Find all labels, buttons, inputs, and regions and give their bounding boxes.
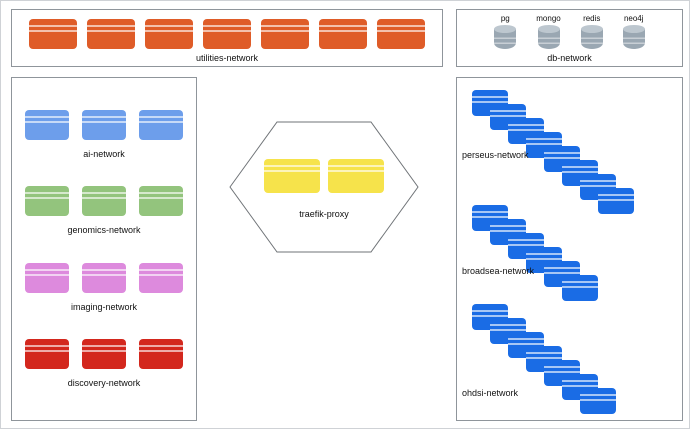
genomics-network-container-row	[25, 186, 183, 217]
cylinder-body	[622, 29, 645, 49]
hexagon-shape	[229, 121, 419, 253]
container-icon	[203, 19, 251, 49]
database-item-neo4j: neo4j	[622, 14, 645, 49]
database-item-redis: redis	[580, 14, 603, 49]
database-name: redis	[583, 14, 601, 23]
genomics-network-label: genomics-network	[67, 225, 141, 236]
cylinder-top	[580, 25, 603, 33]
traefik-proxy-node: traefik-proxy	[229, 121, 419, 253]
container-icon	[82, 339, 126, 370]
imaging-network-group: imaging-network	[25, 262, 183, 312]
database-cylinder-icon	[494, 25, 517, 49]
imaging-network-container-row	[25, 262, 183, 293]
container-icon	[261, 19, 309, 49]
utilities-network-box: utilities-network	[11, 9, 443, 67]
database-cylinder-icon	[622, 25, 645, 49]
perseus-network-label: perseus-network	[462, 150, 529, 160]
cylinder-top	[494, 25, 517, 33]
cylinder-top	[537, 25, 560, 33]
container-icon	[25, 262, 69, 293]
discovery-network-group: discovery-network	[25, 339, 183, 388]
container-icon	[25, 186, 69, 217]
container-icon	[377, 19, 425, 49]
container-icon	[82, 109, 126, 140]
container-icon	[264, 159, 320, 193]
ohdsi-container-cascade	[472, 304, 616, 414]
container-icon	[139, 109, 183, 140]
left-networks-box: ai-network genomics-network imaging-netw…	[11, 77, 197, 421]
container-icon	[25, 339, 69, 370]
cylinder-body	[580, 29, 603, 49]
broadsea-container-cascade	[472, 205, 598, 301]
discovery-network-container-row	[25, 339, 183, 370]
database-cylinder-icon	[580, 25, 603, 49]
database-name: mongo	[536, 14, 561, 23]
container-icon	[145, 19, 193, 49]
cylinder-top	[622, 25, 645, 33]
db-network-box: pg mongo redis neo4j db-network	[456, 9, 683, 67]
container-icon	[328, 159, 384, 193]
ai-network-group: ai-network	[25, 109, 183, 159]
ai-network-container-row	[25, 109, 183, 140]
container-icon	[139, 339, 183, 370]
container-icon	[87, 19, 135, 49]
container-icon	[598, 188, 634, 214]
imaging-network-label: imaging-network	[70, 301, 138, 312]
broadsea-network-label: broadsea-network	[462, 266, 535, 276]
container-icon	[82, 186, 126, 217]
ohdsi-network-label: ohdsi-network	[462, 388, 519, 398]
utilities-network-label: utilities-network	[195, 53, 259, 63]
perseus-container-cascade	[472, 90, 634, 214]
container-icon	[139, 262, 183, 293]
database-name: pg	[500, 14, 510, 23]
database-row: pg mongo redis neo4j	[457, 14, 682, 49]
database-name: neo4j	[623, 14, 644, 23]
container-icon	[139, 186, 183, 217]
right-networks-box: perseus-network broadsea-network ohdsi-n…	[456, 77, 683, 421]
utilities-container-row	[12, 19, 442, 49]
container-icon	[580, 388, 616, 414]
genomics-network-group: genomics-network	[25, 186, 183, 235]
traefik-proxy-label: traefik-proxy	[299, 209, 349, 219]
database-cylinder-icon	[537, 25, 560, 49]
container-icon	[562, 275, 598, 301]
database-item-mongo: mongo	[536, 14, 561, 49]
db-network-label: db-network	[547, 53, 592, 63]
container-icon	[82, 262, 126, 293]
ai-network-label: ai-network	[83, 148, 125, 159]
container-icon	[319, 19, 367, 49]
cylinder-body	[494, 29, 517, 49]
discovery-network-label: discovery-network	[67, 378, 141, 389]
container-icon	[25, 109, 69, 140]
proxy-container-row	[229, 159, 419, 193]
database-item-pg: pg	[494, 14, 517, 49]
cylinder-body	[537, 29, 560, 49]
container-icon	[29, 19, 77, 49]
